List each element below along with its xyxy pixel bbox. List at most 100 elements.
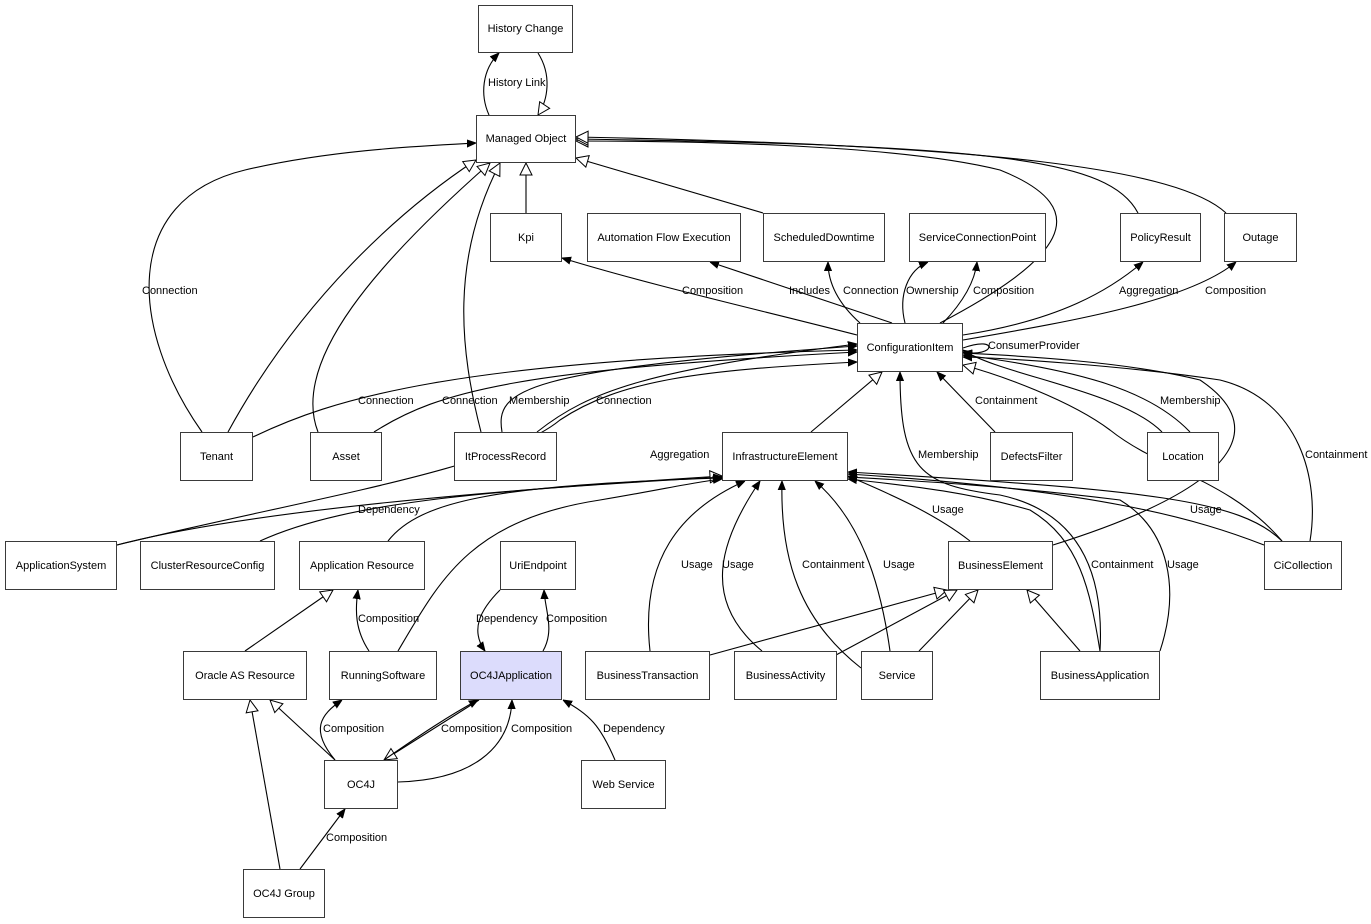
node-label: Oracle AS Resource xyxy=(195,669,295,682)
node-cluster-resource-config[interactable]: ClusterResourceConfig xyxy=(140,541,275,590)
node-label: BusinessElement xyxy=(958,559,1043,572)
node-business-application[interactable]: BusinessApplication xyxy=(1040,651,1160,700)
edge-it-process-record-to-configuration-item xyxy=(500,346,857,433)
edge-configuration-item-to-service-connection-point xyxy=(902,261,928,324)
edge-location-to-configuration-item xyxy=(963,355,1191,433)
edge-managed-object-to-history-change xyxy=(483,53,499,116)
node-business-element[interactable]: BusinessElement xyxy=(948,541,1053,590)
edge-scheduled-downtime-to-managed-object xyxy=(576,158,764,214)
node-label: OC4JApplication xyxy=(470,669,552,682)
edge-running-software-to-infrastructure-element xyxy=(397,479,722,652)
edge-ci-collection-to-infrastructure-element xyxy=(848,474,1265,546)
node-defects-filter[interactable]: DefectsFilter xyxy=(990,432,1073,481)
edge-oc4j-application-to-oc4j xyxy=(384,699,480,760)
node-label: Location xyxy=(1162,450,1204,463)
node-service-connection-point[interactable]: ServiceConnectionPoint xyxy=(909,213,1046,262)
node-oc4j-group[interactable]: OC4J Group xyxy=(243,869,325,918)
edge-ci-collection-to-infrastructure-element xyxy=(848,472,1283,542)
node-label: ServiceConnectionPoint xyxy=(918,231,1037,244)
edge-business-application-to-infrastructure-element xyxy=(848,477,1171,652)
edge-business-application-to-configuration-item xyxy=(900,372,1102,652)
node-application-system[interactable]: ApplicationSystem xyxy=(5,541,117,590)
node-oc4j[interactable]: OC4J xyxy=(324,760,398,809)
edge-outage-to-managed-object xyxy=(576,137,1227,214)
node-oc4j-application[interactable]: OC4JApplication xyxy=(460,651,562,700)
edge-oc4j-group-to-oc4j xyxy=(299,809,345,870)
edge-asset-to-managed-object xyxy=(312,163,490,433)
node-scheduled-downtime[interactable]: ScheduledDowntime xyxy=(763,213,885,262)
node-oracle-as-resource[interactable]: Oracle AS Resource xyxy=(183,651,307,700)
edge-policy-result-to-managed-object xyxy=(576,139,1139,214)
node-web-service[interactable]: Web Service xyxy=(581,760,666,809)
node-infrastructure-element[interactable]: InfrastructureElement xyxy=(722,432,848,481)
edge-application-system-to-infrastructure-element xyxy=(116,476,722,546)
edge-infrastructure-element-to-configuration-item xyxy=(810,372,882,433)
edge-oc4j-to-running-software xyxy=(319,700,342,761)
edge-service-to-business-element xyxy=(918,590,978,652)
edge-web-service-to-oc4j-application xyxy=(563,700,616,761)
edge-service-to-infrastructure-element xyxy=(782,481,862,669)
edge-business-application-to-infrastructure-element xyxy=(848,479,1101,652)
edge-business-element-to-infrastructure-element xyxy=(848,475,971,542)
node-service[interactable]: Service xyxy=(861,651,933,700)
node-tenant[interactable]: Tenant xyxy=(180,432,253,481)
node-uri-endpoint[interactable]: UriEndpoint xyxy=(500,541,576,590)
node-label: ItProcessRecord xyxy=(464,450,547,463)
node-label: Web Service xyxy=(592,778,655,791)
edge-application-system-to-configuration-item xyxy=(116,362,857,546)
node-label: Service xyxy=(878,669,916,682)
node-history-change[interactable]: History Change xyxy=(478,5,573,53)
edge-configuration-item-to-kpi xyxy=(562,258,858,336)
node-automation-flow-execution[interactable]: Automation Flow Execution xyxy=(587,213,741,262)
edge-configuration-item-to-automation-flow-execution xyxy=(710,262,893,324)
node-managed-object[interactable]: Managed Object xyxy=(476,115,576,163)
node-kpi[interactable]: Kpi xyxy=(490,213,562,262)
node-location[interactable]: Location xyxy=(1147,432,1219,481)
edge-business-activity-to-business-element xyxy=(835,590,957,656)
edge-application-resource-to-infrastructure-element xyxy=(387,478,722,542)
edge-asset-to-configuration-item xyxy=(373,352,857,433)
node-outage[interactable]: Outage xyxy=(1224,213,1297,262)
node-asset[interactable]: Asset xyxy=(310,432,382,481)
edge-oc4j-to-oc4j-application xyxy=(397,700,512,783)
edge-configuration-item-to-policy-result xyxy=(962,262,1143,336)
node-running-software[interactable]: RunningSoftware xyxy=(329,651,437,700)
edge-business-element-to-configuration-item xyxy=(963,353,1236,546)
edge-service-to-infrastructure-element xyxy=(815,481,891,652)
edge-ci-collection-to-configuration-item xyxy=(963,365,1283,542)
node-configuration-item[interactable]: ConfigurationItem xyxy=(857,323,963,372)
edge-business-transaction-to-business-element xyxy=(709,590,947,656)
node-label: History Change xyxy=(487,23,564,35)
node-application-resource[interactable]: Application Resource xyxy=(299,541,425,590)
node-label: DefectsFilter xyxy=(1000,450,1063,463)
edge-oracle-as-resource-to-application-resource xyxy=(244,590,333,652)
edge-configuration-item-to-managed-object xyxy=(576,141,1058,324)
node-label: Application Resource xyxy=(310,559,414,572)
node-label: Managed Object xyxy=(485,133,567,145)
node-business-activity[interactable]: BusinessActivity xyxy=(734,651,837,700)
node-it-process-record[interactable]: ItProcessRecord xyxy=(454,432,557,481)
edge-history-change-to-managed-object xyxy=(538,52,547,115)
node-label: OC4J Group xyxy=(253,887,315,900)
edge-configuration-item-to-outage xyxy=(962,262,1236,341)
edge-business-application-to-business-element xyxy=(1027,590,1081,652)
node-label: BusinessActivity xyxy=(745,669,826,682)
node-label: Automation Flow Execution xyxy=(597,231,731,244)
node-label: Tenant xyxy=(199,450,234,463)
node-ci-collection[interactable]: CiCollection xyxy=(1264,541,1342,590)
node-label: OC4J xyxy=(346,778,376,791)
edge-business-transaction-to-infrastructure-element xyxy=(647,480,745,652)
node-label: Asset xyxy=(332,450,360,463)
node-label: PolicyResult xyxy=(1130,231,1191,244)
edge-tenant-to-managed-object xyxy=(148,143,476,433)
edge-uri-endpoint-to-oc4j-application xyxy=(478,589,501,651)
edge-oc4j-to-oc4j-application xyxy=(383,700,478,761)
edge-tenant-to-configuration-item xyxy=(252,350,857,438)
node-label: ApplicationSystem xyxy=(15,559,107,572)
node-policy-result[interactable]: PolicyResult xyxy=(1120,213,1201,262)
node-business-transaction[interactable]: BusinessTransaction xyxy=(585,651,710,700)
edge-ci-collection-to-configuration-item xyxy=(963,357,1313,542)
edge-it-process-record-to-managed-object xyxy=(463,163,500,433)
